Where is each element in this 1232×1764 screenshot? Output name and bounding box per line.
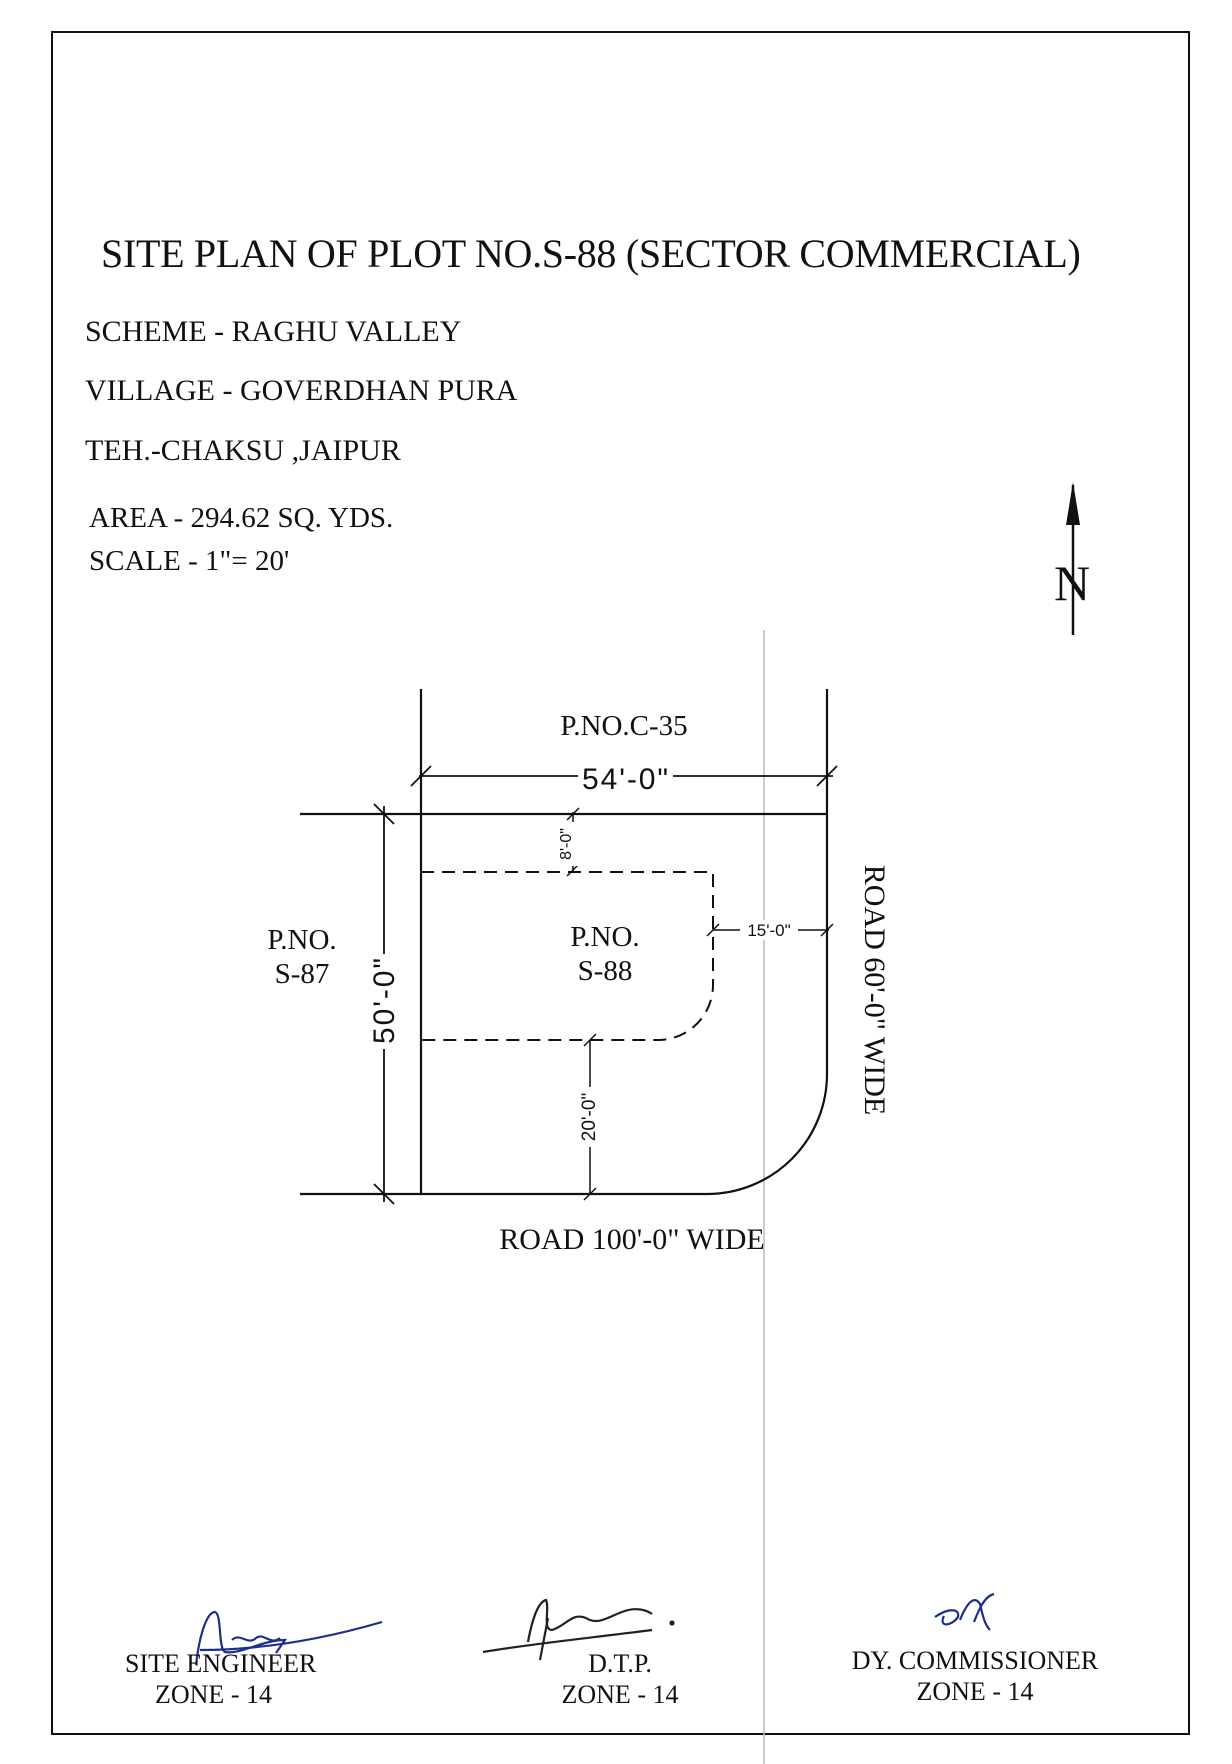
site-engineer-signature xyxy=(194,1610,383,1666)
site-engineer-block: SITE ENGINEER ZONE - 14 xyxy=(125,1648,316,1710)
west-neighbor-label-1: P.NO. xyxy=(267,924,336,956)
plot-label-2: S-88 xyxy=(578,955,633,987)
dtp-zone: ZONE - 14 xyxy=(561,1680,679,1709)
side-setback-label: 15'-0" xyxy=(747,921,790,940)
scale-line: SCALE - 1"= 20' xyxy=(89,545,290,577)
plot-boundary xyxy=(300,689,829,1196)
drawing-border xyxy=(51,31,1190,1735)
west-neighbor-label-2: S-87 xyxy=(275,958,330,990)
scheme-line: SCHEME - RAGHU VALLEY xyxy=(85,315,462,348)
plan-title: SITE PLAN OF PLOT NO.S-88 (SECTOR COMMER… xyxy=(101,231,1081,276)
rear-setback-label: 20'-0" xyxy=(579,1093,600,1141)
buildable-area-outline xyxy=(421,871,714,1041)
dtp-signature xyxy=(482,1598,675,1661)
deputy-commissioner-block: DY. COMMISSIONER ZONE - 14 xyxy=(838,1645,1112,1707)
plot-label-1: P.NO. xyxy=(570,921,639,953)
site-engineer-title: SITE ENGINEER xyxy=(125,1649,317,1678)
deputy-commissioner-title: DY. COMMISSIONER xyxy=(851,1646,1099,1675)
site-engineer-zone: ZONE - 14 xyxy=(155,1680,272,1709)
area-line: AREA - 294.62 SQ. YDS. xyxy=(89,502,394,534)
village-line: VILLAGE - GOVERDHAN PURA xyxy=(85,374,518,407)
dtp-block: D.T.P. ZONE - 14 xyxy=(520,1648,720,1710)
east-road-label: ROAD 60'-0" WIDE xyxy=(858,865,891,1115)
deputy-commissioner-signature xyxy=(934,1592,995,1631)
dtp-title: D.T.P. xyxy=(588,1649,652,1678)
deputy-commissioner-zone: ZONE - 14 xyxy=(916,1677,1034,1706)
south-road-label: ROAD 100'-0" WIDE xyxy=(499,1223,764,1256)
north-arrow-icon: N xyxy=(1054,482,1090,635)
tehsil-line: TEH.-CHAKSU ,JAIPUR xyxy=(85,434,401,467)
north-neighbor-label: P.NO.C-35 xyxy=(560,710,687,742)
front-setback-label: 8'-0" xyxy=(558,828,575,860)
north-label: N xyxy=(1054,555,1090,611)
